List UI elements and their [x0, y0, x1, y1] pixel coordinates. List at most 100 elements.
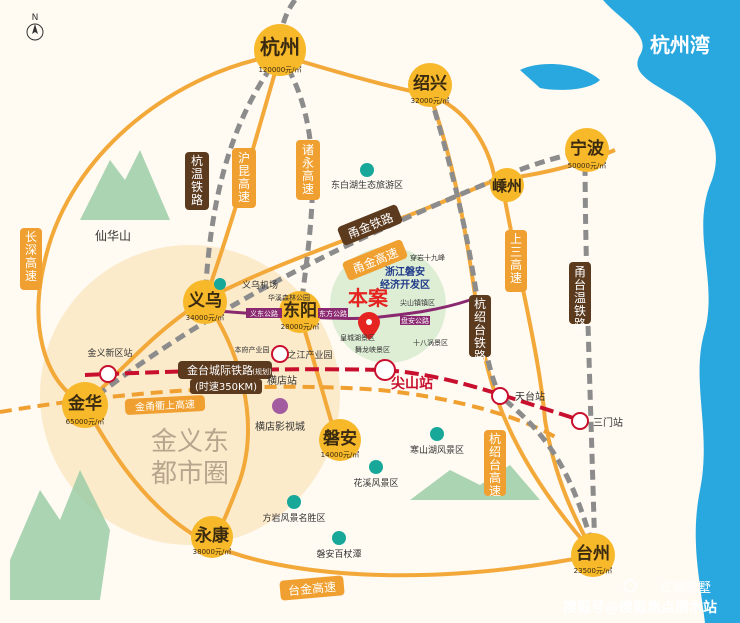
road-huzhoukun: 沪昆高速: [238, 151, 250, 204]
econ-zone-subtitle: 经济开发区: [380, 278, 430, 291]
city-price: 34000元/㎡: [186, 314, 225, 322]
scenic-panan: 磐安百杖潭: [316, 548, 361, 560]
scenic-tree-icon: [214, 163, 444, 545]
city-1: 绍兴 32000元/㎡: [408, 63, 452, 107]
sea-area: [603, 0, 740, 623]
city-3: 嵊州: [490, 168, 524, 202]
scenic-fangyan: 方岩风景名胜区: [262, 512, 325, 524]
station-tiantai: 天台站: [515, 390, 545, 403]
watermark-footer: 搜狐号@搜狐焦点丽水站: [563, 599, 717, 616]
city-circle: [183, 280, 227, 324]
road-hangwen: 杭温铁路: [191, 153, 203, 207]
compass-icon: [26, 23, 44, 41]
svg-text:金甬衢上高速: 金甬衢上高速: [135, 397, 196, 413]
metro-circle: [40, 245, 340, 545]
road-hangshaotai-highway: 杭绍台高速: [489, 431, 501, 498]
bay-label: 杭州湾: [650, 33, 710, 57]
city-name: 台州: [576, 543, 610, 564]
city-0: 杭州 120000元/㎡: [254, 24, 306, 76]
econ-zone-title: 浙江磐安: [385, 265, 425, 278]
city-price: 23500元/㎡: [574, 567, 613, 575]
city-circle: [571, 533, 615, 577]
city-circle: [490, 168, 524, 202]
mountain-icon: [10, 150, 540, 600]
station-markers: [99, 345, 589, 430]
intercity-rail-label: 金台城际铁路 (规划) (时速350KM): [178, 361, 272, 394]
svg-text:皇城湖景区: 皇城湖景区: [340, 333, 375, 342]
sea-inlet: [520, 64, 600, 90]
road-zhuyong: 诸永高速: [302, 143, 314, 196]
svg-text:东方公路: 东方公路: [319, 309, 347, 318]
city-price: 14000元/㎡: [321, 451, 360, 459]
svg-text:华溪森林公园: 华溪森林公园: [268, 293, 310, 302]
city-name: 杭州: [260, 35, 300, 59]
city-name: 永康: [194, 525, 230, 546]
road-yongtaiwen: 甬台温铁路: [574, 265, 586, 331]
svg-text:之江产业园: 之江产业园: [287, 349, 332, 361]
scenic-hengdian: 横店影视城: [255, 420, 305, 433]
city-circle: [319, 419, 361, 461]
city-price: 38000元/㎡: [193, 548, 232, 556]
city-circle: [408, 63, 452, 107]
city-circle: [565, 128, 609, 172]
station-sanmen: 三门站: [593, 416, 623, 429]
svg-text:义东公路: 义东公路: [250, 309, 278, 318]
city-6: 金华 65000元/㎡: [62, 382, 108, 428]
svg-text:本府产业园: 本府产业园: [235, 345, 270, 354]
scenic-huaxi: 花溪风景区: [353, 477, 398, 489]
scenic-labels: 仙华山 东白湖生态旅游区 横店影视城 寒山湖风景区 花溪风景区 方岩风景名胜区 …: [95, 179, 464, 560]
watermark: 云湖雅墅 搜狐号@搜狐焦点丽水站: [563, 579, 717, 616]
city-circle: [191, 516, 233, 558]
city-circle: [62, 382, 108, 428]
city-price: 50000元/㎡: [568, 162, 607, 170]
city-price: 65000元/㎡: [66, 418, 105, 426]
svg-text:盘安公路: 盘安公路: [401, 316, 429, 325]
city-name: 磐安: [322, 428, 357, 449]
city-price: 120000元/㎡: [258, 66, 301, 74]
jinyong-up-label: 金甬衢上高速: [124, 395, 206, 415]
project-pin-icon: [358, 312, 380, 340]
city-8: 永康 38000元/㎡: [191, 516, 233, 558]
svg-text:舞龙峡景区: 舞龙峡景区: [355, 345, 390, 354]
road-hangshaotai: 杭绍台铁路: [474, 296, 486, 363]
city-price: 28000元/㎡: [281, 323, 320, 331]
city-name: 嵊州: [492, 177, 522, 195]
city-circle: [279, 291, 321, 333]
planned-highway: [0, 384, 562, 442]
city-2: 宁波 50000元/㎡: [565, 128, 609, 172]
road-label-texts: 杭温铁路 沪昆高速 诸永高速 长深高速 上三高速 甬台温铁路 杭绍台铁路 杭绍台…: [25, 143, 586, 498]
svg-text:金台城际铁路: 金台城际铁路: [187, 363, 253, 377]
scenic-xianhua: 仙华山: [95, 229, 131, 243]
svg-text:台金高速: 台金高速: [287, 579, 336, 598]
svg-text:(时速350KM): (时速350KM): [195, 381, 257, 393]
city-9: 台州 23500元/㎡: [571, 533, 615, 577]
station-jinyi: 金义新区站: [87, 347, 132, 359]
city-circle: [254, 24, 306, 76]
station-jianshan: 尖山站: [391, 375, 433, 392]
road-shangsan: 上三高速: [510, 232, 522, 285]
city-name: 金华: [67, 393, 102, 414]
taijin-label: 台金高速: [279, 575, 345, 601]
metro-circle-label-1: 金义东: [151, 427, 229, 457]
metro-circle-label-2: 都市圈: [151, 459, 229, 489]
city-price: 32000元/㎡: [411, 97, 450, 105]
small-labels: 义东公路 东方公路 义乌机场 本府产业园 之江产业园 华溪森林公园 穿岩十九峰 …: [235, 253, 449, 361]
project-label: 本案: [348, 286, 389, 310]
city-name: 宁波: [570, 138, 605, 159]
svg-text:尖山镇镇区: 尖山镇镇区: [400, 298, 435, 307]
city-7: 磐安 14000元/㎡: [319, 419, 361, 461]
watermark-brand: 云湖雅墅: [659, 581, 711, 596]
city-5: 东阳 28000元/㎡: [279, 291, 321, 333]
svg-text:义乌机场: 义乌机场: [242, 279, 278, 291]
road-changshen: 长深高速: [25, 230, 37, 283]
city-name: 东阳: [283, 300, 317, 321]
scenic-dongbaihu: 东白湖生态旅游区: [331, 179, 403, 191]
city-name: 绍兴: [413, 73, 447, 94]
svg-text:穿岩十九峰: 穿岩十九峰: [410, 253, 445, 262]
station-hengdian: 横店站: [267, 374, 297, 387]
road-labels: [20, 140, 591, 496]
